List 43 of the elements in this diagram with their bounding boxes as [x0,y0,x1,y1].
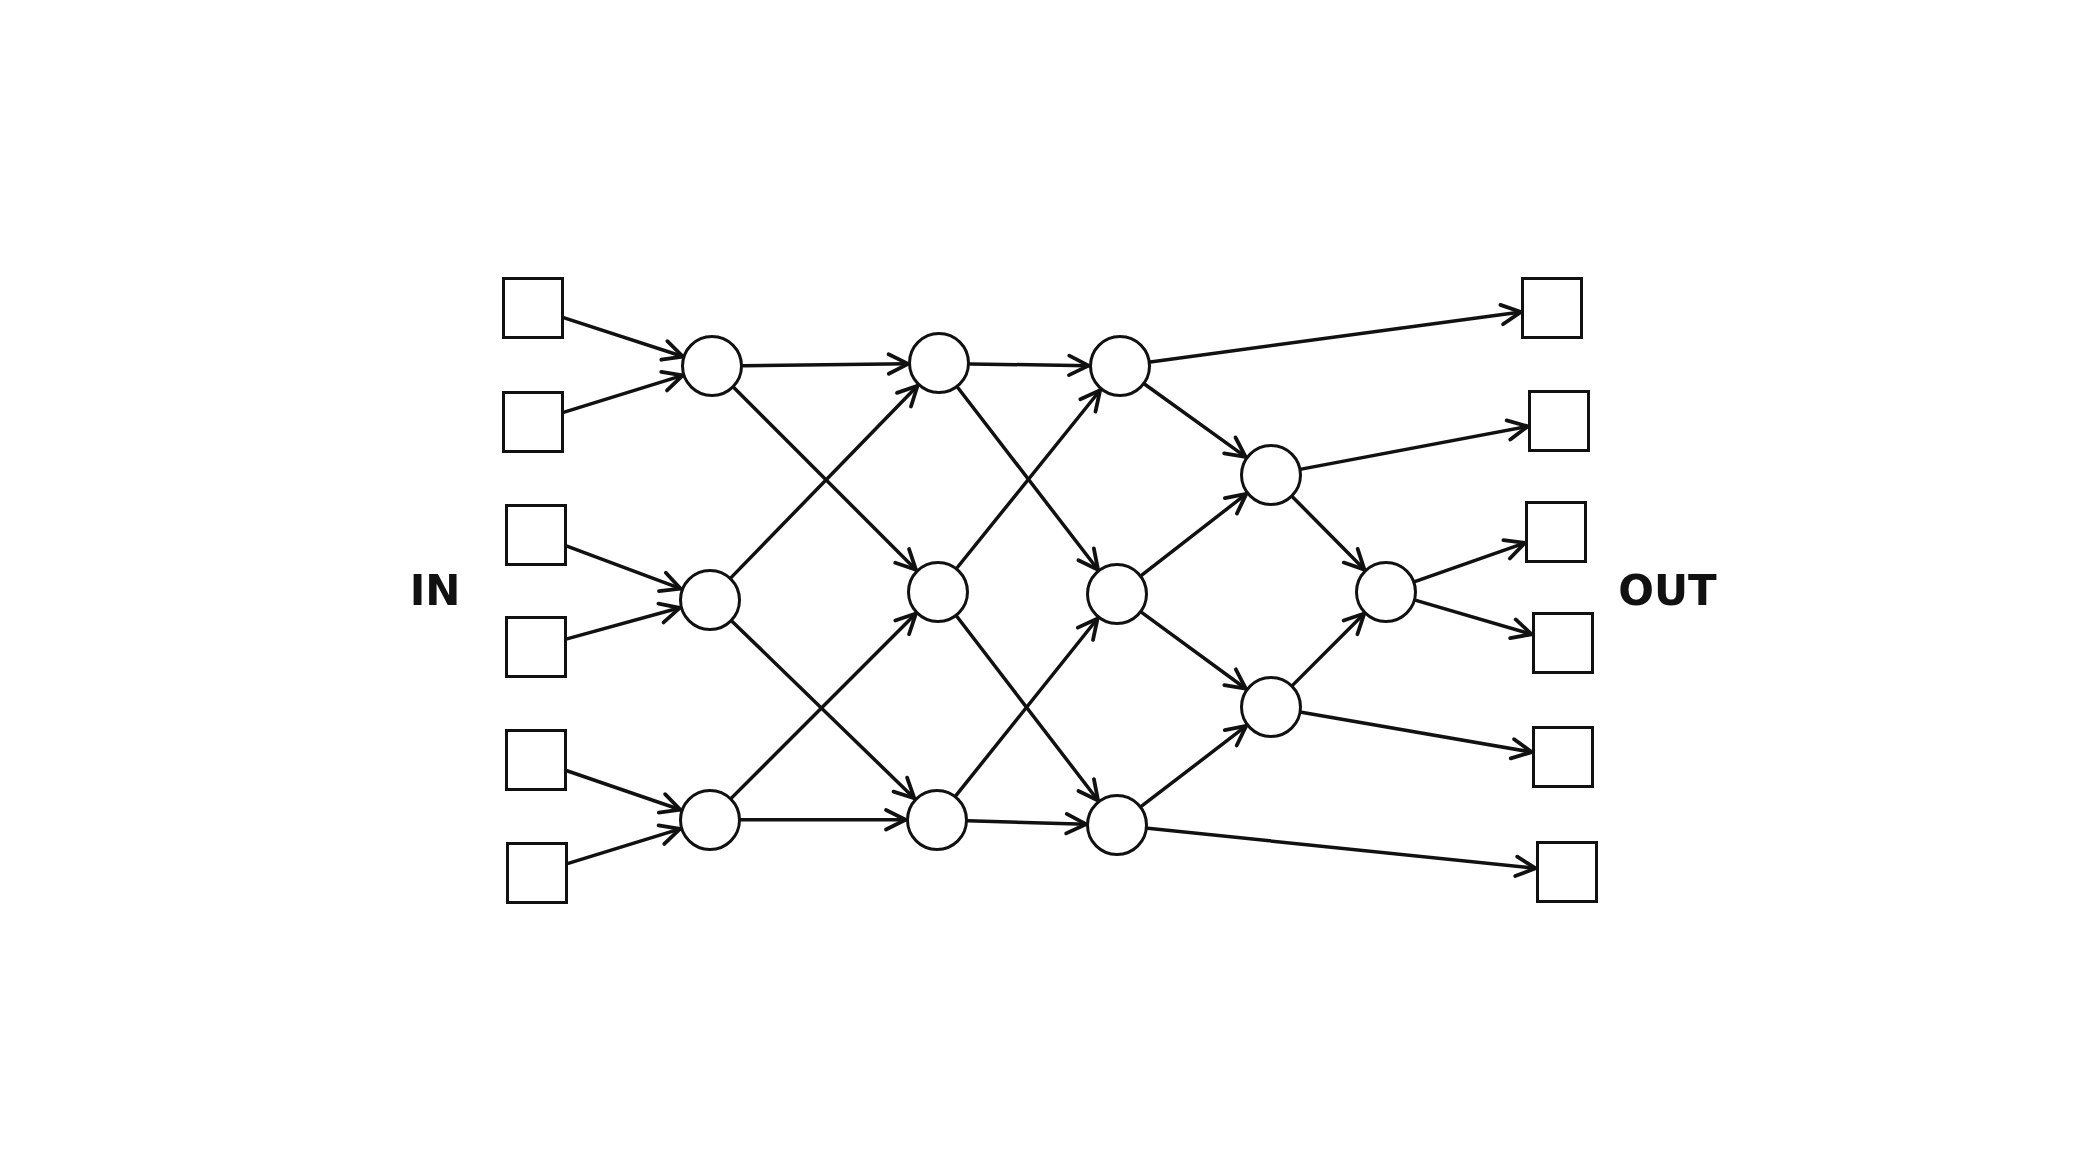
side-label: OUT [1618,565,1717,615]
arrow [1146,826,1538,878]
circle-node [1088,335,1151,398]
square-node [1525,500,1587,563]
arrow [1139,724,1249,808]
arrow [1291,611,1367,687]
arrow [566,823,682,866]
square-node [504,729,567,792]
square-node [1535,840,1598,903]
circle-node [1239,443,1302,506]
arrow [562,316,685,362]
square-node [502,276,565,339]
arrow [1290,495,1367,572]
circle-node [1085,563,1148,626]
arrow [1413,538,1527,584]
square-node [1531,726,1594,789]
arrow [1143,382,1248,459]
square-node [504,503,567,566]
arrow [741,352,911,376]
circle-node [678,568,741,631]
arrow [965,812,1088,836]
arrow [1414,598,1534,641]
arrow [565,769,683,815]
arrow [565,544,683,593]
square-node [506,841,569,904]
square-node [504,616,567,679]
arrow [1140,610,1248,691]
circle-node [1355,560,1418,623]
square-node [1531,612,1594,675]
circle-node [1239,676,1302,739]
arrow [1139,492,1249,578]
side-label: IN [409,565,461,615]
circle-node [906,560,969,623]
arrow [1299,418,1530,471]
circle-node [678,788,741,851]
arrow [565,601,682,641]
square-node [1521,276,1584,339]
arrow [968,353,1091,377]
arrow [1299,710,1534,761]
square-node [1527,389,1590,452]
arrow [562,369,685,414]
arrow [1148,303,1523,364]
square-node [502,390,565,453]
